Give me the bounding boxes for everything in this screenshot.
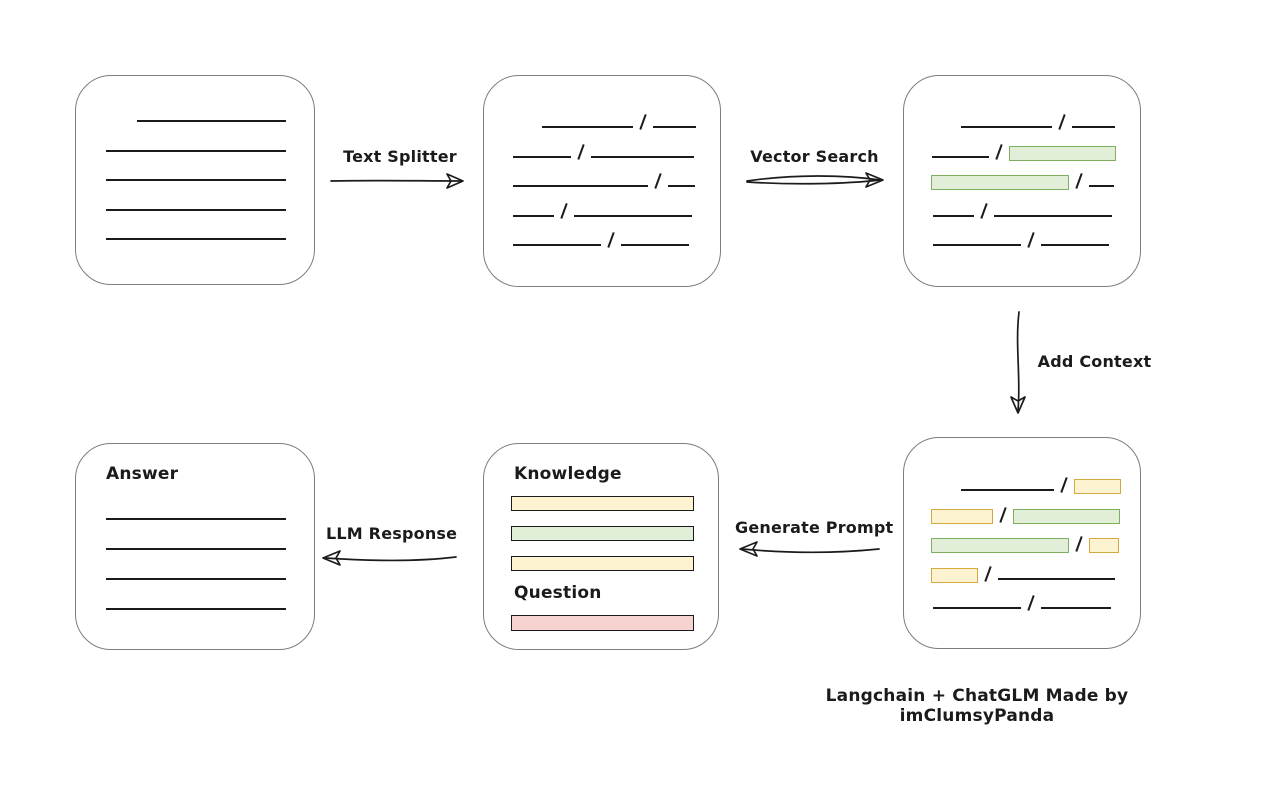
chunk-row: [76, 181, 314, 211]
arrow-label-llm-response: LLM Response: [326, 524, 458, 543]
box-split-chunks: [483, 75, 721, 287]
caption: Langchain + ChatGLM Made by imClumsyPand…: [825, 686, 1129, 726]
slash-separator: [607, 232, 615, 248]
chunk-row: [76, 211, 314, 240]
generate-prompt-arrow: [739, 541, 880, 557]
text-line: [961, 489, 1054, 491]
box-answer: Answer: [75, 443, 315, 650]
text-line: [106, 578, 286, 580]
chunk-row: [904, 521, 1140, 553]
yellow-bar: [511, 556, 694, 571]
text-line: [106, 179, 286, 181]
yellow-highlight: [931, 508, 993, 524]
text-line: [653, 126, 697, 128]
yellow-bar: [511, 496, 694, 511]
chunk-row: [904, 550, 1140, 583]
green-highlight: [931, 175, 1069, 190]
text-line: [998, 577, 1116, 580]
green-highlight: [1013, 508, 1121, 524]
arrow-label-add-context: Add Context: [1037, 352, 1152, 371]
text-line: [106, 149, 286, 152]
green-highlight: [931, 538, 1069, 553]
chunk-row: [484, 99, 720, 130]
text-line: [1089, 185, 1115, 187]
chunk-row: [76, 122, 314, 152]
text-line: [106, 518, 286, 520]
chunk-row: [904, 491, 1140, 524]
chunk-row: [76, 152, 314, 181]
arrowhead-right-icon: [446, 173, 464, 189]
arrow-label-generate-prompt: Generate Prompt: [735, 518, 894, 537]
text-line: [961, 126, 1052, 128]
red-bar: [511, 615, 694, 631]
vector-search-arrow: [746, 172, 884, 188]
text-line: [542, 126, 633, 128]
green-highlight: [1009, 145, 1117, 161]
slash-separator: [1027, 232, 1035, 248]
chunk-row: [484, 217, 720, 248]
text-line: [933, 607, 1021, 609]
chunk-row: [904, 99, 1140, 130]
chunk-row: [904, 462, 1140, 494]
chunk-row: [484, 158, 720, 189]
text-line: [1072, 126, 1116, 128]
yellow-highlight: [931, 567, 978, 583]
chunk-row: [904, 187, 1140, 219]
slash-separator: [1027, 595, 1035, 611]
box-context-chunks: [903, 437, 1141, 649]
box-vector-matches: [903, 75, 1141, 287]
text-line: [513, 244, 601, 246]
text-line: [513, 185, 648, 187]
box-source-document: [75, 75, 315, 285]
arrowhead-left-icon: [739, 541, 758, 557]
add-context-arrow: [1010, 311, 1026, 414]
text-line: [933, 244, 1021, 246]
yellow-highlight: [1089, 538, 1120, 553]
text-line: [106, 548, 286, 550]
text-line: [137, 120, 286, 122]
chunk-row: [904, 217, 1140, 248]
text-line: [106, 608, 286, 610]
text-line: [621, 244, 690, 246]
text-line: [668, 185, 696, 187]
box-label-answer: Answer: [106, 464, 179, 484]
chunk-row: [484, 128, 720, 160]
text-line: [933, 214, 974, 217]
chunk-row: [904, 128, 1140, 161]
chunk-row: [904, 580, 1140, 611]
arrowhead-right-icon: [865, 172, 884, 188]
text-line: [932, 155, 989, 158]
text-splitter-arrow: [330, 173, 464, 189]
text-line: [513, 155, 571, 158]
text-line: [513, 214, 554, 217]
llm-response-arrow: [322, 550, 457, 566]
chunk-row: [76, 93, 314, 122]
yellow-highlight: [1074, 479, 1122, 494]
box-label-question: Question: [514, 583, 602, 603]
text-line: [1041, 607, 1112, 609]
text-line: [106, 208, 286, 211]
box-label-knowledge: Knowledge: [514, 464, 622, 484]
text-line: [591, 155, 695, 158]
text-line: [574, 214, 693, 217]
text-line: [106, 238, 286, 240]
arrowhead-down-icon: [1010, 396, 1026, 414]
arrow-label-text-splitter: Text Splitter: [343, 147, 457, 166]
text-line: [994, 214, 1113, 217]
arrowhead-left-icon: [322, 550, 341, 566]
text-line: [1041, 244, 1110, 246]
green-bar: [511, 526, 694, 541]
arrow-label-vector-search: Vector Search: [750, 147, 879, 166]
chunk-row: [484, 187, 720, 219]
chunk-row: [904, 158, 1140, 190]
